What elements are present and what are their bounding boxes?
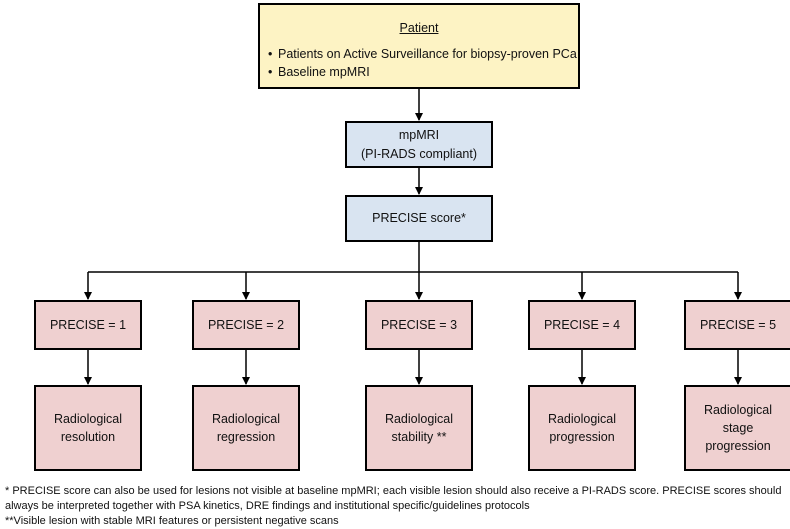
patient-title: Patient xyxy=(399,21,439,35)
outcome-line: stability ** xyxy=(391,430,447,444)
outcome-line: Radiological xyxy=(703,402,773,417)
outcome-line: progression xyxy=(549,430,615,444)
outcome-line: Radiological xyxy=(384,411,454,426)
outcome-resolution-box: Radiological resolution xyxy=(34,385,142,471)
precise-2-box: PRECISE = 2 xyxy=(192,300,300,350)
outcome-line: Radiological xyxy=(53,411,123,426)
footnote-stability: **Visible lesion with stable MRI feature… xyxy=(5,514,339,527)
outcome-stability-box: Radiological stability ** xyxy=(365,385,473,471)
outcome-line: progression xyxy=(705,439,771,454)
footnote-precise-score: * PRECISE score can also be used for les… xyxy=(5,485,782,512)
patient-bullet: • Baseline mpMRI xyxy=(268,63,578,81)
patient-bullet-text: Patients on Active Surveillance for biop… xyxy=(278,47,577,62)
outcome-line: resolution xyxy=(60,430,116,444)
mpmri-label: mpMRI xyxy=(398,128,440,143)
patient-bullet: • Patients on Active Surveillance for bio… xyxy=(268,45,578,63)
outcome-regression-box: Radiological regression xyxy=(192,385,300,471)
outcome-line: Radiological xyxy=(547,411,617,426)
bullet-icon: • xyxy=(268,47,273,62)
precise-5-box: PRECISE = 5 xyxy=(684,300,790,350)
mpmri-sublabel: (PI-RADS compliant) xyxy=(361,146,477,161)
patient-box: Patient • Patients on Active Surveillance… xyxy=(258,3,580,89)
mpmri-box: mpMRI (PI-RADS compliant) xyxy=(345,121,493,168)
precise-level-label: PRECISE = 5 xyxy=(699,317,777,332)
precise-level-label: PRECISE = 3 xyxy=(380,317,458,332)
outcome-progression-box: Radiological progression xyxy=(528,385,636,471)
precise-score-label: PRECISE score* xyxy=(372,211,466,226)
precise-level-label: PRECISE = 1 xyxy=(49,317,127,332)
outcome-line: regression xyxy=(216,430,276,444)
outcome-stage-progression-box: Radiological stage progression xyxy=(684,385,790,471)
precise-level-label: PRECISE = 2 xyxy=(207,317,285,332)
patient-bullet-list: • Patients on Active Surveillance for bio… xyxy=(260,45,578,81)
outcome-line: stage xyxy=(722,420,754,435)
patient-bullet-text: Baseline mpMRI xyxy=(278,65,370,80)
bullet-icon: • xyxy=(268,65,273,80)
precise-level-label: PRECISE = 4 xyxy=(543,317,621,332)
precise-3-box: PRECISE = 3 xyxy=(365,300,473,350)
footnotes: * PRECISE score can also be used for les… xyxy=(5,484,785,529)
outcome-line: Radiological xyxy=(211,411,281,426)
precise-1-box: PRECISE = 1 xyxy=(34,300,142,350)
precise-4-box: PRECISE = 4 xyxy=(528,300,636,350)
precise-score-box: PRECISE score* xyxy=(345,195,493,242)
